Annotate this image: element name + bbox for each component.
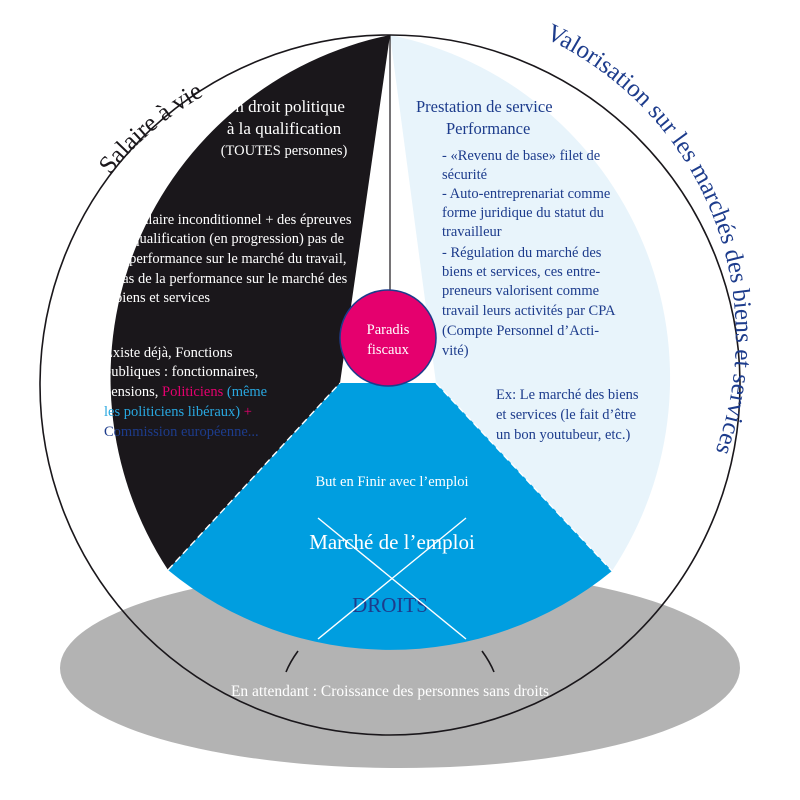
paradis-line-1: Paradis	[367, 322, 410, 338]
existing-politiciens: Politiciens	[162, 384, 224, 400]
cross-line-2	[317, 517, 467, 640]
right-example-line-3: un bon youtubeur, etc.)	[496, 427, 630, 443]
left-existing-line-3: pensions, Politiciens (même	[104, 384, 267, 400]
right-bullet-line-3: - Auto-entreprenariat comme	[442, 186, 610, 202]
left-body-line-5: biens et services	[115, 290, 210, 306]
right-example-line-2: et services (le fait d’être	[496, 407, 636, 423]
right-bullets: - «Revenu de base» filet de sécurité - A…	[442, 148, 616, 359]
base-ellipse	[60, 568, 740, 768]
left-body-line-2: de qualification (en progression) pas de	[115, 231, 344, 247]
ellipse-caption: En attendant : Croissance des personnes …	[231, 683, 549, 700]
right-example-line-1: Ex: Le marché des biens	[496, 387, 639, 403]
existing-meme: (même	[223, 384, 267, 400]
right-bullet-line-9: travail leurs activités par CPA	[442, 303, 616, 319]
bottom-sector	[168, 383, 612, 650]
right-bullet-line-6: - Régulation du marché des	[442, 245, 602, 261]
existing-liberaux: les politiciens libéraux)	[104, 404, 240, 420]
right-bullet-line-10: (Compte Personnel d’Acti-	[442, 323, 599, 339]
right-bullet-line-7: biens et services, ces entre-	[442, 264, 600, 280]
left-body-line-3: la performance sur le marché du travail,	[115, 251, 346, 267]
left-body-line-1: Un salaire inconditionnel + des épreuves	[115, 212, 352, 228]
right-bullet-line-5: travailleur	[442, 224, 502, 240]
right-bullet-line-11: vité)	[442, 343, 469, 359]
left-existing-line-4: les politiciens libéraux) +	[104, 404, 252, 420]
left-heading-1: Un droit politique	[223, 97, 345, 116]
right-leg	[481, 650, 495, 673]
paradis-line-2: fiscaux	[367, 342, 410, 358]
left-body: Un salaire inconditionnel + des épreuves…	[115, 212, 352, 306]
left-existing: Existe déjà, Fonctions publiques : fonct…	[104, 345, 267, 440]
existing-plus: +	[240, 404, 252, 420]
dashed-edge-right	[435, 382, 613, 572]
right-heading-2: Performance	[446, 119, 530, 138]
bottom-goal: But en Finir avec l’emploi	[315, 474, 468, 490]
left-existing-line-2: publiques : fonctionnaires,	[104, 364, 258, 380]
bottom-market: Marché de l’emploi	[309, 530, 475, 554]
right-sector	[390, 35, 671, 571]
right-bullet-line-1: - «Revenu de base» filet de	[442, 148, 600, 164]
left-existing-line-1: Existe déjà, Fonctions	[104, 345, 233, 361]
right-bullet-line-2: sécurité	[442, 167, 487, 183]
paradis-fiscaux-circle	[339, 289, 437, 387]
existing-pensions: pensions,	[104, 384, 162, 400]
left-leg	[285, 650, 299, 673]
left-body-line-4: pas de la performance sur le marché des	[115, 271, 348, 287]
right-bullet-line-4: forme juridique du statut du	[442, 205, 604, 221]
bottom-rights: DROITS	[352, 593, 428, 617]
left-sector	[110, 35, 390, 570]
dashed-edge-left	[167, 382, 341, 571]
left-heading-2: à la qualification	[227, 119, 342, 138]
right-example: Ex: Le marché des biens et services (le …	[496, 387, 639, 443]
right-bullet-line-8: preneurs valorisent comme	[442, 283, 599, 299]
left-existing-line-5: Commission européenne...	[104, 424, 259, 440]
right-heading-1: Prestation de service	[416, 97, 553, 116]
left-heading-3: (TOUTES personnes)	[221, 143, 348, 159]
